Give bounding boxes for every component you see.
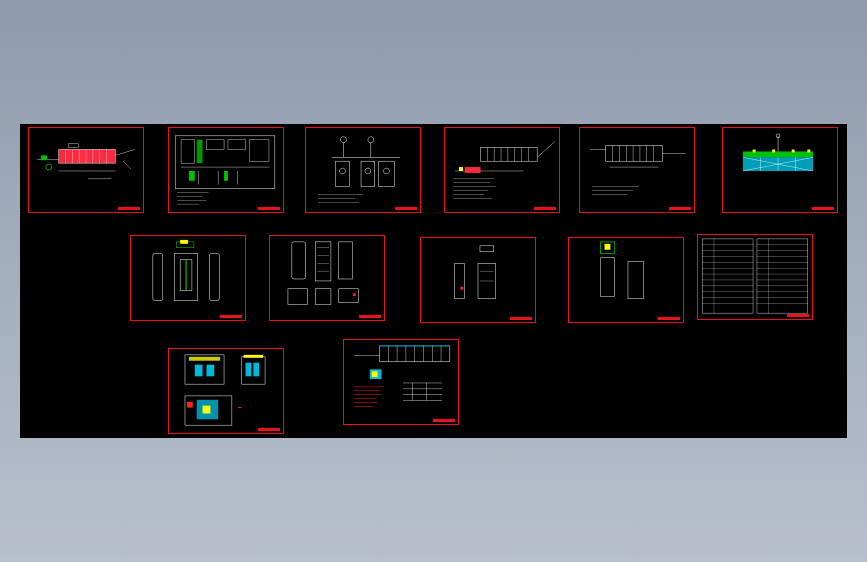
title-block: [658, 317, 680, 320]
sheet-7-graphics: [152, 239, 220, 301]
drawing-sheet-11[interactable]: [697, 234, 813, 320]
drawing-sheet-3[interactable]: [305, 127, 421, 213]
drawing-sheet-5[interactable]: [579, 127, 695, 213]
sheet-4-graphics: [453, 141, 555, 199]
sheet-13-graphics: [354, 345, 451, 407]
title-block: [534, 207, 556, 210]
sheet-12-graphics: [184, 354, 266, 426]
drawing-sheet-9[interactable]: [420, 237, 536, 323]
sheet-10-graphics: [600, 241, 644, 299]
sheet-6-graphics: [742, 133, 814, 172]
drawing-sheet-1[interactable]: [28, 127, 144, 213]
drawing-sheet-2[interactable]: [168, 127, 284, 213]
title-block: [359, 315, 381, 318]
title-block: [787, 314, 809, 317]
drawing-sheet-8[interactable]: [269, 235, 385, 321]
drawing-sheet-10[interactable]: [568, 237, 684, 323]
sheet-3-graphics: [318, 136, 401, 203]
sheet-5-graphics: [590, 145, 686, 195]
title-block: [118, 207, 140, 210]
title-block: [510, 317, 532, 320]
drawing-sheet-7[interactable]: [130, 235, 246, 321]
title-block: [258, 207, 280, 210]
title-block: [395, 207, 417, 210]
sheet-1-graphics: [37, 143, 135, 179]
sheet-8-graphics: [287, 241, 359, 305]
title-block: [812, 207, 834, 210]
sheet-11-graphics: [702, 238, 808, 314]
title-block: [258, 428, 280, 431]
drawing-sheet-4[interactable]: [444, 127, 560, 213]
drawing-sheet-12[interactable]: [168, 348, 284, 434]
drawing-sheet-13[interactable]: [343, 339, 459, 425]
drawing-sheet-6[interactable]: [722, 127, 838, 213]
sheet-9-graphics: [454, 245, 496, 299]
title-block: [433, 419, 455, 422]
sheet-2-graphics: [174, 135, 276, 205]
title-block: [669, 207, 691, 210]
title-block: [220, 315, 242, 318]
cad-canvas[interactable]: [20, 124, 847, 438]
